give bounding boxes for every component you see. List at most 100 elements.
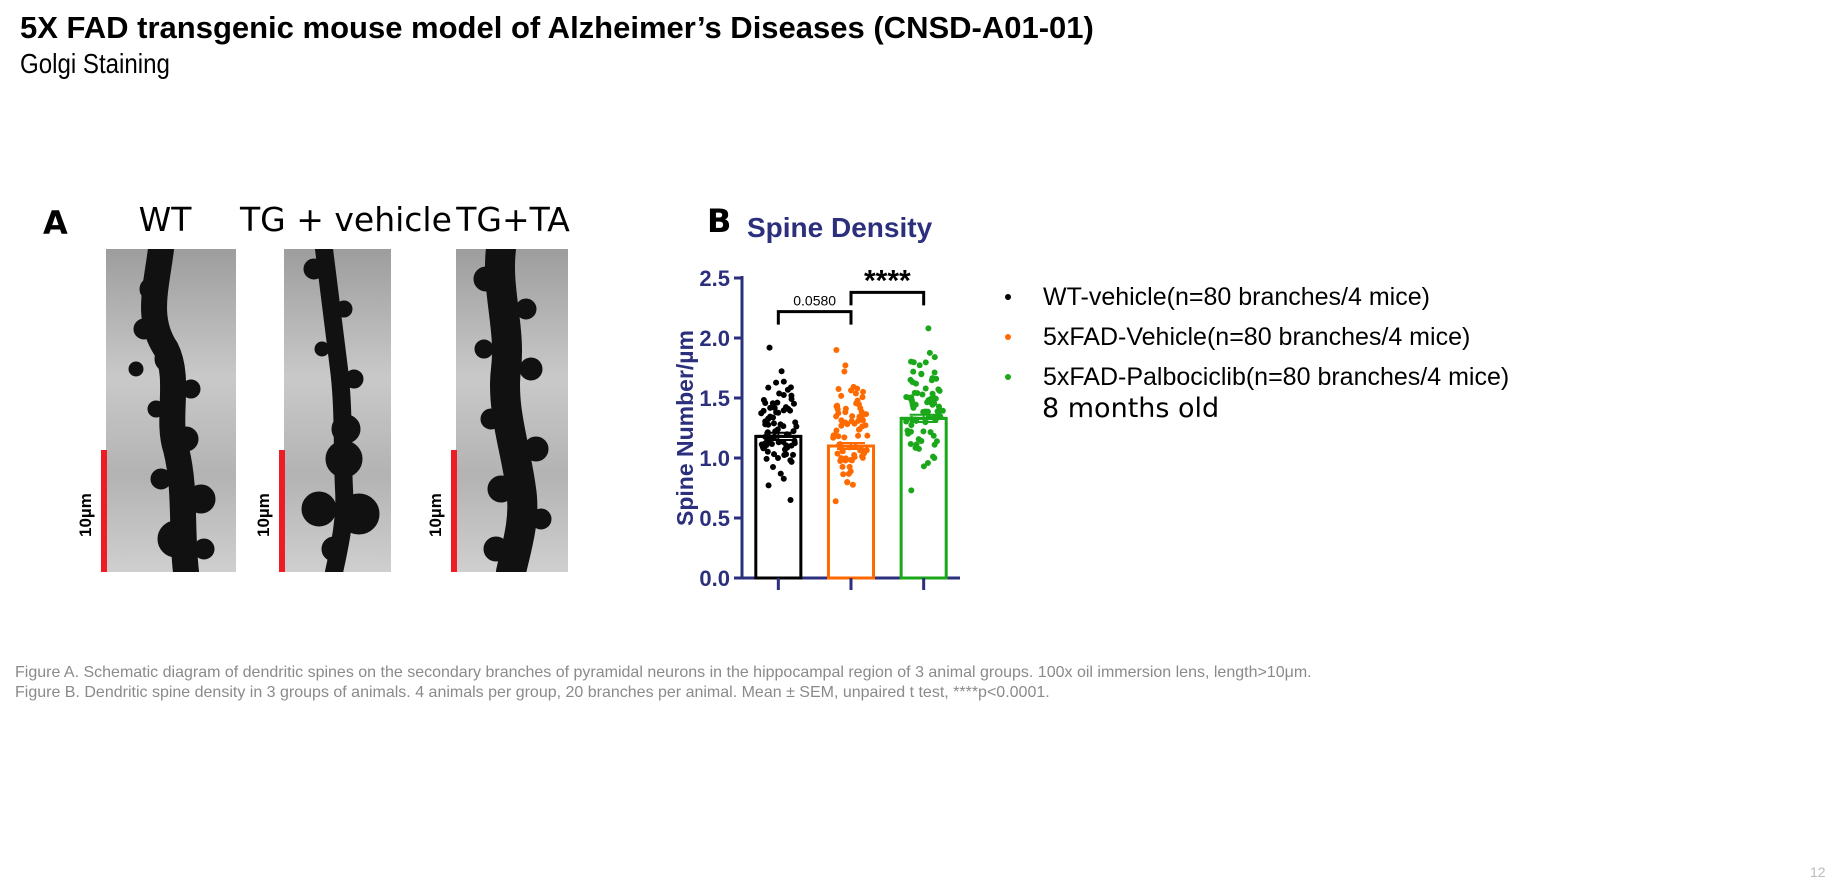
data-point	[788, 392, 795, 399]
data-point	[840, 471, 847, 478]
significance-label: ****	[864, 264, 911, 297]
data-point	[910, 404, 917, 411]
caption-figure-a: Figure A. Schematic diagram of dendritic…	[15, 664, 1312, 681]
data-point	[922, 359, 929, 366]
data-point	[931, 354, 938, 361]
data-point	[835, 433, 842, 440]
caption-figure-b: Figure B. Dendritic spine density in 3 g…	[15, 684, 1050, 701]
data-point	[864, 432, 871, 439]
data-point	[854, 385, 861, 392]
data-point	[834, 450, 841, 457]
legend-label: 5xFAD-Vehicle(n=80 branches/4 mice)	[1043, 323, 1471, 351]
data-point	[930, 453, 937, 460]
panel-a-letter: A	[43, 204, 68, 242]
legend-label: 5xFAD-Palbociclib(n=80 branches/4 mice)	[1043, 363, 1510, 391]
data-point	[773, 379, 780, 386]
data-point	[849, 413, 856, 420]
data-point	[928, 377, 935, 384]
data-point	[844, 421, 851, 428]
data-point	[849, 481, 856, 488]
scale-label-tg-vehicle: 10µm	[254, 493, 273, 537]
data-point	[931, 369, 938, 376]
data-point	[851, 454, 858, 461]
scale-label-tg-ta: 10µm	[426, 493, 445, 537]
data-point	[922, 385, 929, 392]
data-point	[860, 388, 867, 395]
data-point	[837, 458, 844, 465]
data-point	[763, 455, 770, 462]
data-point	[787, 384, 794, 391]
age-note: 8 months old	[1042, 393, 1220, 424]
data-point	[934, 408, 941, 415]
data-point	[918, 371, 925, 378]
data-point	[838, 392, 845, 399]
legend-label: WT-vehicle(n=80 branches/4 mice)	[1043, 283, 1430, 311]
data-point	[770, 420, 777, 427]
data-point	[793, 423, 800, 430]
y-tick-label: 0.0	[699, 566, 730, 591]
y-tick-label: 2.5	[699, 266, 730, 291]
y-axis-label: Spine Number/µm	[672, 330, 698, 526]
data-point	[855, 432, 862, 439]
data-point	[774, 455, 781, 462]
data-point	[765, 421, 772, 428]
data-point	[839, 463, 846, 470]
y-tick-label: 1.5	[699, 386, 730, 411]
y-tick-label: 0.5	[699, 506, 730, 531]
data-point	[768, 441, 775, 448]
slide-subtitle: Golgi Staining	[20, 48, 170, 79]
data-point	[858, 408, 865, 415]
data-point	[908, 422, 915, 429]
slide-title: 5X FAD transgenic mouse model of Alzheim…	[20, 10, 1094, 45]
panel-b-letter: B	[707, 202, 732, 240]
micrograph-tg-ta	[456, 249, 568, 572]
data-point	[838, 422, 845, 429]
data-point	[924, 408, 931, 415]
data-point	[771, 404, 778, 411]
data-point	[915, 445, 922, 452]
chart-legend: WT-vehicle(n=80 branches/4 mice) 5xFAD-V…	[1005, 283, 1565, 427]
image-label-tg-vehicle: TG + vehicle	[240, 200, 452, 239]
data-point	[907, 441, 914, 448]
data-point	[769, 400, 776, 407]
data-point	[931, 400, 938, 407]
significance-bracket	[849, 290, 926, 306]
data-point	[857, 414, 864, 421]
data-point	[790, 451, 797, 458]
data-point	[781, 446, 788, 453]
data-point	[911, 389, 918, 396]
data-point	[788, 442, 795, 449]
data-point	[764, 448, 771, 455]
data-point	[842, 455, 849, 462]
data-point	[765, 384, 772, 391]
data-point	[926, 349, 933, 356]
data-point	[832, 498, 839, 505]
data-point	[833, 427, 840, 434]
data-point	[848, 387, 855, 394]
chart-title: Spine Density	[747, 212, 933, 243]
data-point	[760, 407, 767, 414]
data-point	[904, 427, 911, 434]
significance-bracket	[776, 310, 853, 325]
data-point	[844, 479, 851, 486]
data-point	[908, 487, 915, 494]
data-point	[929, 390, 936, 397]
data-point	[918, 437, 925, 444]
y-tick-label: 1.0	[699, 446, 730, 471]
image-label-wt: WT	[138, 200, 192, 239]
legend-marker	[1005, 294, 1011, 300]
scale-bar-tg-vehicle	[279, 450, 285, 572]
scale-label-wt: 10µm	[76, 493, 95, 537]
data-point	[790, 400, 797, 407]
data-point	[842, 405, 849, 412]
data-point	[841, 434, 848, 441]
data-point	[765, 482, 772, 489]
data-point	[830, 434, 837, 441]
data-point	[782, 404, 789, 411]
page-number: 12	[1810, 864, 1826, 880]
data-point	[780, 391, 787, 398]
data-point	[846, 463, 853, 470]
data-point	[835, 410, 842, 417]
data-point	[842, 362, 849, 369]
data-point	[852, 390, 859, 397]
